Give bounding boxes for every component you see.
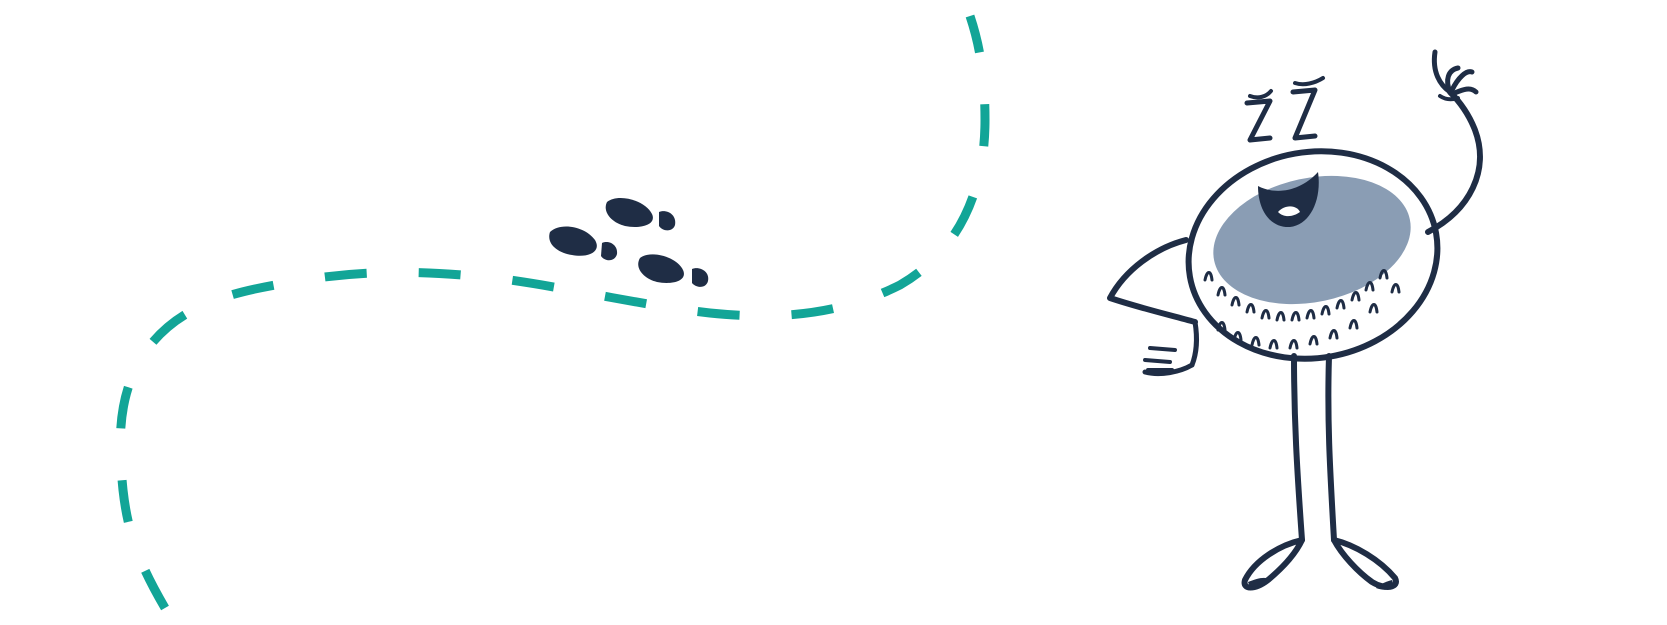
body-fringe — [1203, 269, 1401, 350]
raised-hand — [1431, 49, 1479, 102]
right-leg — [1325, 353, 1337, 543]
footprint-left-2 — [638, 254, 709, 287]
left-foot — [1241, 537, 1305, 591]
footprint-left-1 — [549, 226, 618, 261]
hip-arm — [1107, 237, 1198, 325]
yawning-mouth — [1258, 172, 1319, 228]
sleep-z-icon — [1244, 76, 1325, 143]
right-foot — [1331, 537, 1399, 590]
sleepy-egg-character-illustration — [1107, 49, 1483, 591]
raised-arm — [1425, 89, 1483, 235]
footprint-right-1 — [605, 197, 676, 231]
hip-hand — [1142, 319, 1199, 377]
footprints-icon — [549, 197, 709, 287]
dashed-trail-path — [115, 14, 990, 611]
left-leg — [1291, 353, 1305, 543]
